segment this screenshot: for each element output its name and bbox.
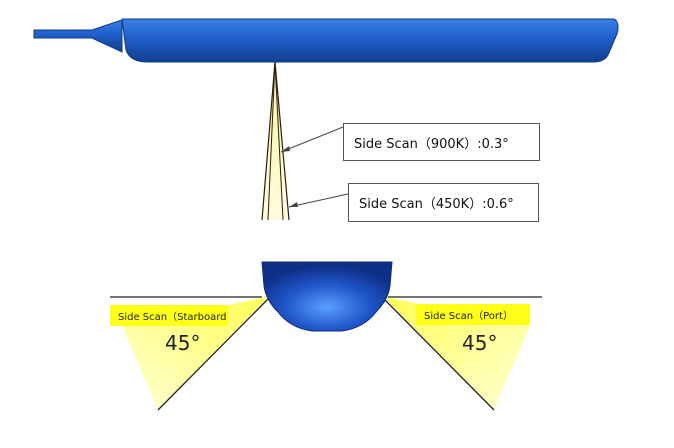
starboard-tag-text: Side Scan（Starboard xyxy=(118,312,227,323)
leader-450k xyxy=(288,193,349,208)
callout-450k-text: Side Scan（450K）:0.6° xyxy=(359,197,514,212)
leader-900k-arrow xyxy=(281,146,290,152)
narrow-beams xyxy=(261,61,290,221)
callout-900k: Side Scan（900K）:0.3° xyxy=(343,123,540,161)
towfish-hull xyxy=(33,18,619,63)
leader-900k xyxy=(280,126,344,153)
hull-body xyxy=(121,18,619,63)
starboard-tag: Side Scan（Starboard xyxy=(110,305,228,326)
leader-450k-arrow xyxy=(289,202,298,207)
port-fan xyxy=(384,297,530,410)
port-tag-text: Side Scan（Port） xyxy=(424,311,513,322)
sensor-housing xyxy=(261,261,393,332)
beam-450k xyxy=(262,62,289,220)
hull-tail xyxy=(33,19,123,53)
starboard-angle: 45° xyxy=(165,331,201,355)
port-fan-edge xyxy=(381,296,495,411)
port-tag: Side Scan（Port） xyxy=(416,304,530,325)
starboard-fan-edge xyxy=(157,296,271,411)
callout-450k: Side Scan（450K）:0.6° xyxy=(348,183,539,222)
port-angle: 45° xyxy=(462,331,498,355)
callout-900k-text: Side Scan（900K）:0.3° xyxy=(354,136,509,152)
